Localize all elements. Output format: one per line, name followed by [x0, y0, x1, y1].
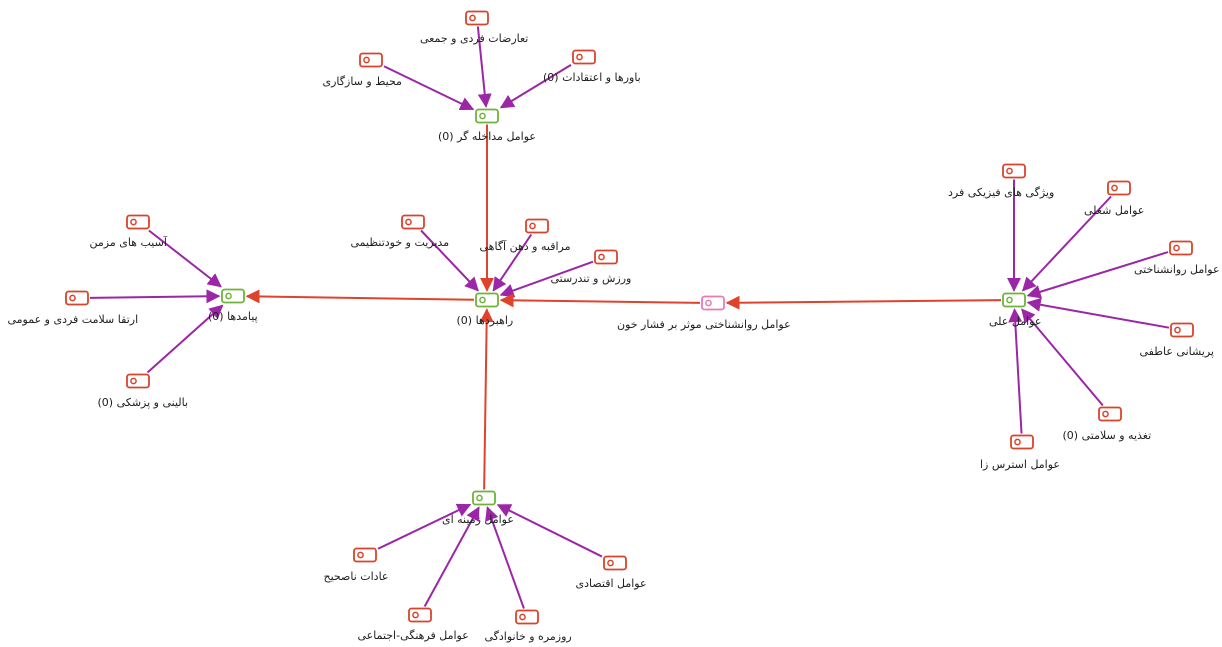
tag-icon[interactable]	[603, 555, 627, 571]
node-label-exercise[interactable]: ورزش و تندرستی	[550, 272, 632, 285]
node-label-economic[interactable]: عوامل اقتصادی	[575, 577, 647, 590]
category-tag-icon[interactable]	[221, 288, 245, 304]
link-strategies-to-consequences	[245, 289, 475, 304]
link-occupational-to-causal	[1021, 195, 1112, 292]
tag-icon[interactable]	[465, 10, 489, 26]
category-tag-icon[interactable]	[475, 292, 499, 308]
node-label-beliefs[interactable]: باورها و اعتقادات (0)	[543, 71, 641, 84]
link-daily_family-to-contextual	[485, 506, 525, 609]
node-label-strategies[interactable]: راهبردها (0)	[456, 314, 514, 327]
tag-icon[interactable]	[515, 609, 539, 625]
link-health_promotion-to-consequences	[89, 289, 221, 304]
node-label-conflicts[interactable]: تعارضات فردی و جمعی	[420, 32, 529, 45]
node-label-contextual[interactable]: عوامل زمینه ای	[442, 513, 514, 526]
node-label-clinical[interactable]: بالینی و پزشکی (0)	[97, 396, 189, 409]
link-self_management-to-strategies	[420, 229, 479, 292]
node-label-daily-family[interactable]: روزمره و خانوادگی	[484, 630, 572, 643]
node-label-sociocultural[interactable]: عوامل فرهنگی-اجتماعی	[357, 629, 469, 642]
link-environment-to-intervening	[383, 65, 475, 111]
link-core-to-strategies	[499, 293, 701, 308]
link-contextual-to-strategies	[479, 308, 494, 490]
category-tag-icon[interactable]	[475, 108, 499, 124]
node-label-core[interactable]: عوامل روانشناختی موثر بر فشار خون	[617, 318, 791, 331]
category-tag-icon[interactable]	[1002, 292, 1026, 308]
tag-icon[interactable]	[1169, 240, 1193, 256]
link-clinical-to-consequences	[146, 304, 224, 374]
node-label-chronic-harm[interactable]: آسیب های مزمن	[89, 236, 167, 249]
link-chronic_harm-to-consequences	[148, 229, 222, 288]
link-stressors-to-causal	[1008, 308, 1023, 434]
node-label-emotional[interactable]: پریشانی عاطفی	[1139, 345, 1215, 358]
tag-icon[interactable]	[353, 547, 377, 563]
node-label-causal[interactable]: عوامل علی	[989, 315, 1042, 328]
tag-icon[interactable]	[1098, 406, 1122, 422]
link-economic-to-contextual	[496, 504, 603, 558]
tag-icon[interactable]	[1010, 434, 1034, 450]
node-label-physical[interactable]: ویژگی های فیزیکی فرد	[948, 186, 1055, 199]
link-nutrition-to-causal	[1021, 308, 1104, 407]
tag-icon[interactable]	[1002, 163, 1026, 179]
link-sociocultural-to-contextual	[423, 506, 480, 607]
tag-icon[interactable]	[401, 214, 425, 230]
node-label-mindfulness[interactable]: مراقبه و ذهن آگاهی	[479, 240, 571, 253]
node-label-stressors[interactable]: عوامل استرس زا	[980, 458, 1060, 471]
link-exercise-to-strategies	[499, 260, 594, 298]
core-category-icon[interactable]	[701, 295, 725, 311]
link-conflicts-to-intervening	[476, 26, 492, 108]
tag-icon[interactable]	[525, 218, 549, 234]
link-bad_habits-to-contextual	[377, 503, 472, 550]
node-label-self-management[interactable]: مدیریت و خودتنظیمی	[350, 236, 450, 249]
link-mindfulness-to-strategies	[492, 233, 533, 292]
category-tag-icon[interactable]	[472, 490, 496, 506]
node-label-consequences[interactable]: پیامدها (0)	[208, 310, 258, 323]
tag-icon[interactable]	[65, 290, 89, 306]
tag-icon[interactable]	[126, 214, 150, 230]
link-emotional-to-causal	[1026, 297, 1170, 329]
node-label-intervening[interactable]: عوامل مداخله گر (0)	[438, 130, 536, 143]
tag-icon[interactable]	[1170, 322, 1194, 338]
tag-icon[interactable]	[594, 249, 618, 265]
tag-icon[interactable]	[126, 373, 150, 389]
link-psychological-to-causal	[1026, 251, 1169, 299]
node-label-psychological[interactable]: عوامل روانشناختی	[1134, 263, 1220, 276]
link-causal-to-core	[725, 295, 1002, 310]
tag-icon[interactable]	[359, 52, 383, 68]
node-label-environment[interactable]: محیط و سازگاری	[322, 75, 402, 88]
link-beliefs-to-intervening	[499, 64, 572, 109]
node-label-occupational[interactable]: عوامل شغلی	[1084, 204, 1145, 217]
tag-icon[interactable]	[408, 607, 432, 623]
tag-icon[interactable]	[1107, 180, 1131, 196]
node-label-health-promotion[interactable]: ارتقا سلامت فردی و عمومی	[7, 313, 139, 326]
node-label-nutrition[interactable]: تغذیه و سلامتی (0)	[1062, 429, 1152, 442]
tag-icon[interactable]	[572, 49, 596, 65]
node-label-bad-habits[interactable]: عادات ناصحیح	[323, 570, 389, 583]
